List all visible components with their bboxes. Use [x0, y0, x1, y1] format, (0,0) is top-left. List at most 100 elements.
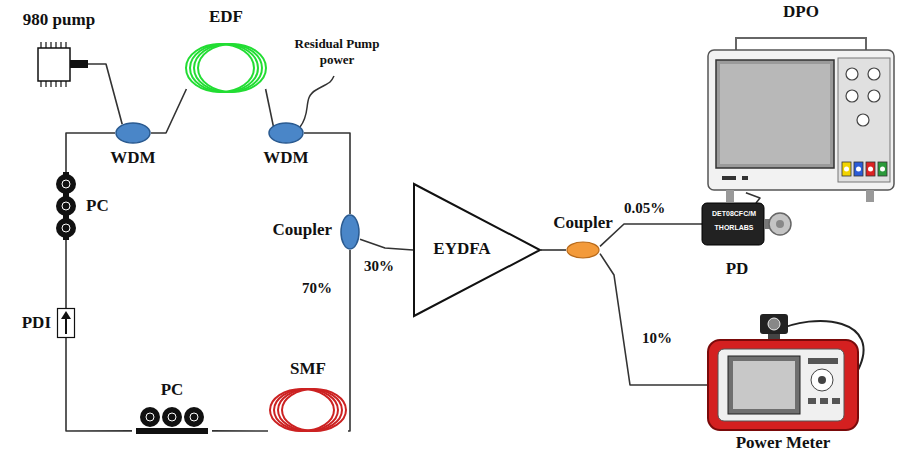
pump-laser-part [60, 42, 61, 48]
edf-coil: EDF [182, 38, 270, 98]
pump-laser-part [45, 42, 46, 48]
photodetector-part [702, 203, 764, 245]
oscilloscope-part [866, 162, 875, 176]
fiber-coupler-shape [340, 214, 360, 250]
edf-coil-shape [182, 38, 270, 98]
amplifier-triangle: EYDFA [413, 183, 541, 317]
annotation-note: Residual Pump power [294, 36, 380, 67]
component-label: DPO [706, 2, 896, 22]
smf-coil-part [278, 389, 342, 431]
fiber-coupler: Coupler [340, 214, 360, 250]
oscilloscope-part [838, 58, 890, 182]
fiber-connector [151, 89, 186, 133]
polarization-controller-part [136, 428, 208, 434]
pump-laser-part [45, 81, 46, 87]
photodetector-part [776, 220, 784, 228]
pump-laser-part [38, 48, 70, 81]
oscilloscope-part [868, 167, 873, 172]
wdm-coupler-part [116, 123, 150, 143]
pump-laser-part [70, 60, 88, 68]
pump-laser-part [55, 42, 56, 48]
power-meter-shape [708, 340, 858, 430]
isolator-part [61, 311, 71, 319]
component-label: 980 pump [8, 10, 110, 30]
oscilloscope-part [880, 167, 885, 172]
fiber-connector [360, 239, 413, 250]
residual-pump-lead [300, 76, 334, 127]
fiber-connector [746, 193, 760, 203]
fiber-connector [348, 250, 350, 431]
wdm-coupler-shape [268, 122, 304, 144]
oscilloscope-part [878, 162, 887, 176]
oscilloscope-part [708, 50, 894, 190]
component-label: PC [132, 380, 212, 400]
polarization-controller: PC [52, 172, 80, 240]
component-label: WDM [256, 148, 316, 168]
oscilloscope-part [846, 68, 858, 80]
power-meter-part [728, 356, 800, 414]
fiber-connector [600, 224, 702, 246]
oscilloscope-part [846, 90, 858, 102]
amplifier-triangle-part [414, 184, 540, 316]
pump-laser-part [40, 81, 41, 87]
component-label: Power Meter [708, 433, 858, 453]
power-meter-part [760, 314, 788, 334]
smf-coil-shape [268, 386, 348, 436]
device-model: DET08CFC/M [706, 210, 762, 218]
pump-laser-part [55, 81, 56, 87]
polarization-controller-part [62, 202, 70, 210]
oscilloscope-part [736, 38, 866, 50]
power-meter-part [808, 358, 838, 364]
pump-laser-part [65, 81, 66, 87]
edf-coil-part [198, 44, 266, 92]
oscilloscope-shape [706, 30, 896, 205]
brand-name: THORLABS [706, 224, 762, 232]
oscilloscope-part [726, 190, 734, 202]
oscilloscope-part [742, 176, 748, 180]
polarization-controller-part [56, 218, 76, 238]
polarization-controller-part [190, 413, 198, 421]
pump-laser-shape [30, 42, 88, 87]
oscilloscope-part [856, 167, 861, 172]
isolator-shape [57, 308, 75, 338]
smf-coil-part [282, 389, 346, 431]
polarization-controller-part [146, 413, 154, 421]
component-label: PC [86, 196, 126, 216]
power-meter-part [811, 369, 833, 391]
polarization-controller-part [168, 413, 176, 421]
split-ratio: 10% [640, 330, 674, 347]
fiber-coupler-part [567, 242, 599, 258]
isolator-part [58, 309, 75, 338]
wdm-coupler: WDM [268, 122, 304, 144]
fiber-connector [600, 254, 708, 385]
polarization-controller-part [140, 407, 160, 427]
component-label: EDF [182, 7, 270, 27]
component-label: Coupler [248, 220, 332, 240]
isolator: PDI [57, 308, 75, 338]
pump-laser: 980 pump [30, 42, 88, 87]
polarization-controller-part [184, 407, 204, 427]
power-meter-part [733, 361, 795, 409]
smf-coil-part [270, 389, 334, 431]
oscilloscope-part [866, 190, 874, 202]
fiber-connector [212, 430, 268, 432]
polarization-controller-part [62, 180, 70, 188]
power-meter-part [820, 398, 828, 404]
fiber-connector [88, 64, 122, 124]
fiber-connector [66, 133, 115, 172]
power-meter-part [818, 376, 826, 384]
edf-coil-part [190, 44, 258, 92]
polarization-controller-shape [132, 406, 212, 436]
polarization-controller-part [56, 196, 76, 216]
edf-coil-part [186, 44, 254, 92]
component-label: EYDFA [421, 239, 503, 259]
fiber-coupler: Coupler [566, 241, 600, 259]
oscilloscope-part [720, 64, 830, 164]
pump-laser-part [40, 42, 41, 48]
polarization-controller: PC [132, 406, 212, 436]
split-ratio: 30% [362, 258, 396, 275]
split-ratio: 70% [300, 280, 334, 297]
oscilloscope-part [716, 60, 834, 168]
oscilloscope-part [854, 162, 863, 176]
